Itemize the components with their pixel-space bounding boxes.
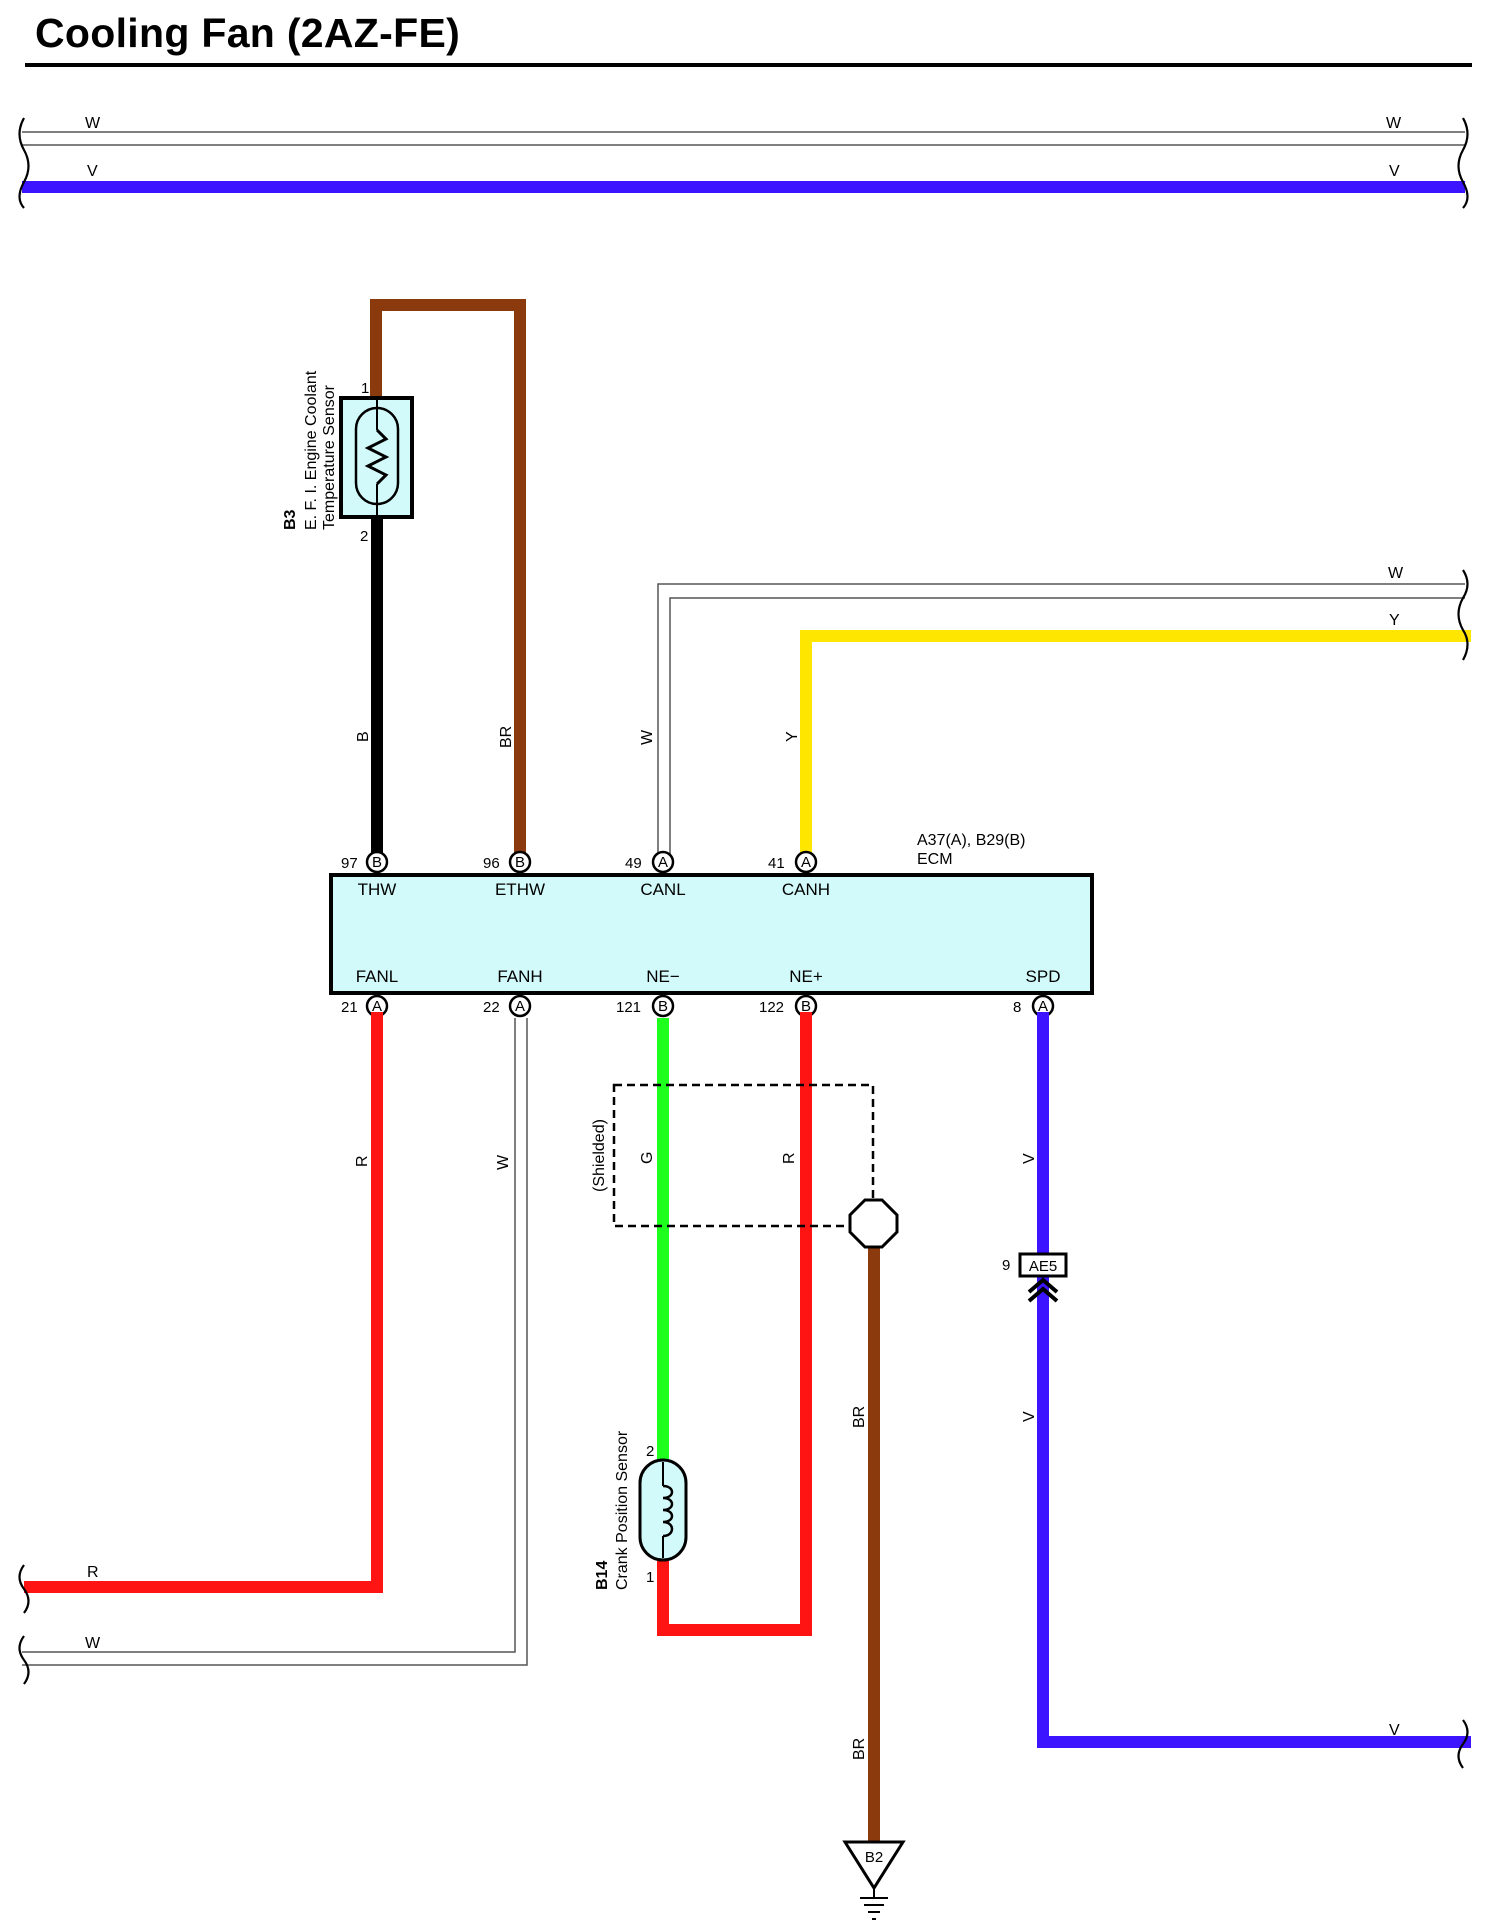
pin-signal: SPD: [1026, 967, 1061, 986]
b3-pin-1: 1: [361, 380, 369, 397]
pin-num: 41: [768, 855, 785, 872]
break-mark-top-right: [1457, 117, 1469, 209]
ae5-code: AE5: [1029, 1258, 1057, 1275]
wire-y-canh: [800, 630, 1471, 866]
pin-signal: FANL: [356, 967, 399, 986]
pin-signal: NE−: [646, 967, 680, 986]
wire-br-b3-loop: [370, 299, 526, 866]
chevron-up-icon: [1027, 1277, 1059, 1303]
pin-num: 122: [759, 999, 784, 1016]
pin-conn: A: [658, 854, 668, 871]
b3-name-line1: E. F. I. Engine Coolant: [303, 370, 320, 530]
wire-label-ground-upper: BR: [851, 1406, 868, 1428]
b14-pin-1: 1: [646, 1569, 654, 1586]
ecm-bottom-pin-fanl: FANL 21 A: [341, 967, 399, 1018]
b14-pin-2: 2: [646, 1443, 654, 1460]
ground-icon: [860, 1888, 888, 1920]
ecm-bottom-pin-ne-plus: NE+ 122 B: [759, 967, 823, 1018]
pin-num: 21: [341, 999, 358, 1016]
pin-conn: B: [658, 998, 668, 1015]
page-title: Cooling Fan (2AZ-FE): [35, 10, 461, 56]
shield-splice-icon: [848, 1198, 899, 1249]
shield-box: [612, 1083, 875, 1228]
wire-label-fanl: R: [354, 1155, 371, 1167]
ecm-box: [329, 873, 1094, 995]
title-underline: [25, 63, 1472, 67]
b3-code: B3: [282, 509, 299, 530]
pin-num: 22: [483, 999, 500, 1016]
b3-pin-2: 2: [360, 528, 368, 545]
ecm-top-pin-ethw: 96 B ETHW: [483, 850, 545, 899]
wire-label-ethw: BR: [498, 726, 515, 748]
wire-label-ne-minus: G: [639, 1152, 656, 1164]
ecm-bottom-pin-ne-minus: NE− 121 B: [616, 967, 680, 1018]
pin-num: 121: [616, 999, 641, 1016]
wire-w-canl: [657, 583, 1465, 860]
break-mark-right-can: [1457, 569, 1469, 661]
wire-label-fanh: W: [495, 1154, 512, 1170]
ae5-pin: 9: [1002, 1257, 1010, 1274]
shield-label: (Shielded): [591, 1119, 608, 1192]
wire-label-spd-upper: V: [1021, 1153, 1038, 1164]
pin-signal: ETHW: [495, 880, 545, 899]
ground-code: B2: [865, 1849, 883, 1866]
break-mark-left: [18, 1564, 30, 1685]
pin-conn: A: [1038, 998, 1048, 1015]
pin-signal: CANH: [782, 880, 830, 899]
wire-label-canh: Y: [784, 731, 801, 742]
ground-b2: B2: [842, 1840, 906, 1920]
wire-label-ne-plus: R: [781, 1152, 798, 1164]
pin-signal: THW: [358, 880, 397, 899]
ecm-name: ECM: [917, 851, 953, 868]
b3-name-line2: Temperature Sensor: [321, 384, 338, 530]
pin-conn: B: [515, 854, 525, 871]
wire-r-ne-plus: [657, 1012, 812, 1636]
pin-num: 8: [1013, 999, 1021, 1016]
pin-signal: FANH: [497, 967, 542, 986]
wire-label-canl: W: [639, 729, 656, 745]
pin-signal: CANL: [640, 880, 685, 899]
wire-w-fanh: [22, 1018, 528, 1666]
wire-label-spd-lower: V: [1021, 1411, 1038, 1422]
break-mark-top-left: [18, 117, 30, 209]
b14-code: B14: [594, 1561, 611, 1590]
break-mark-bottom-right: [1457, 1719, 1469, 1769]
ecm-top-pin-canh: 41 A CANH: [768, 850, 830, 899]
coil-icon: [662, 1484, 674, 1538]
left-w-label: W: [85, 1635, 101, 1652]
b14-name: Crank Position Sensor: [614, 1430, 631, 1590]
pin-conn: B: [372, 854, 382, 871]
ecm-bottom-pin-spd: SPD 8 A: [1013, 967, 1061, 1018]
wire-v-spd: [1037, 1012, 1471, 1748]
top-v-right-label: V: [1389, 163, 1400, 180]
coolant-temp-sensor: [339, 396, 414, 519]
wire-label-thw: B: [355, 731, 372, 742]
ecm-bottom-pin-fanh: FANH 22 A: [483, 967, 543, 1018]
crank-position-sensor: [638, 1458, 688, 1562]
thermistor-zigzag-icon: [364, 428, 390, 486]
connector-ae5: AE5: [1018, 1252, 1068, 1303]
wire-label-ground-lower: BR: [851, 1738, 868, 1760]
pin-conn: A: [372, 998, 382, 1015]
wire-r-fanl: [24, 1012, 383, 1593]
right-y-label: Y: [1389, 612, 1400, 629]
ecm-top-pin-thw: 97 B THW: [341, 850, 397, 899]
pin-conn: B: [801, 998, 811, 1015]
top-w-left-label: W: [85, 115, 101, 132]
top-v-left-label: V: [87, 163, 98, 180]
pin-signal: NE+: [789, 967, 823, 986]
pin-num: 97: [341, 855, 358, 872]
pin-conn: A: [801, 854, 811, 871]
right-w-label: W: [1388, 565, 1404, 582]
ecm-connector-code: A37(A), B29(B): [917, 832, 1025, 849]
pin-conn: A: [515, 998, 525, 1015]
left-r-label: R: [87, 1564, 99, 1581]
top-w-right-label: W: [1386, 115, 1402, 132]
bottom-v-label: V: [1389, 1722, 1400, 1739]
pin-num: 49: [625, 855, 642, 872]
ecm-top-pin-canl: 49 A CANL: [625, 850, 686, 899]
top-w-bus: [22, 131, 1465, 146]
pin-num: 96: [483, 855, 500, 872]
